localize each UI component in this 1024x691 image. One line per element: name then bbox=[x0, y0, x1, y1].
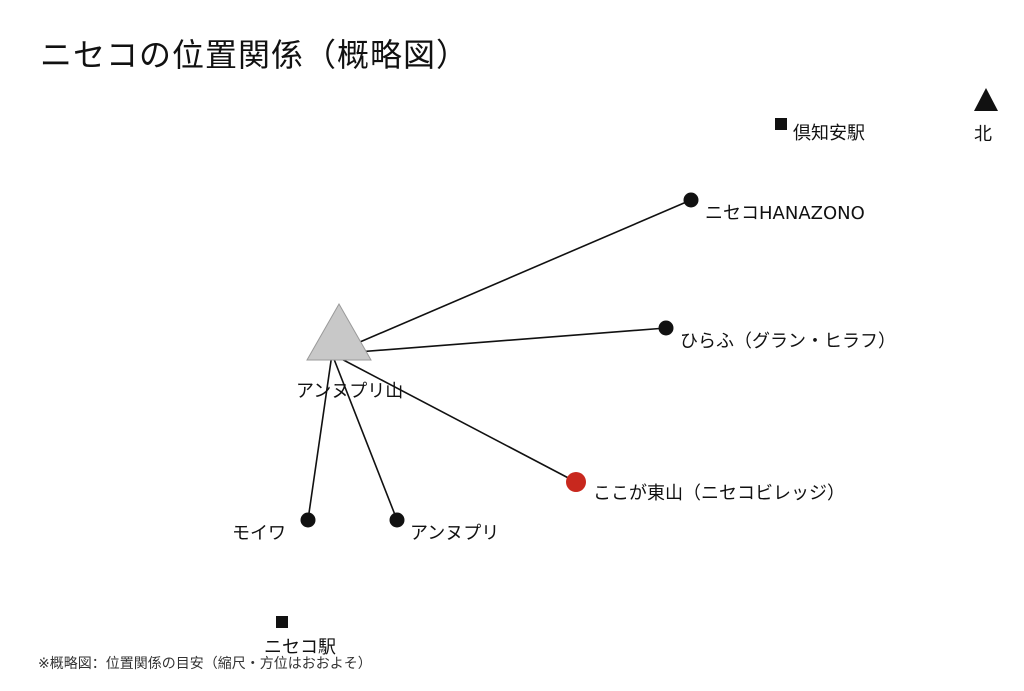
north-label: 北 bbox=[974, 124, 992, 145]
resort-label: アンヌプリ bbox=[410, 523, 499, 544]
resort-moiwa: モイワ bbox=[232, 512, 316, 544]
connector-higashiyama bbox=[331, 353, 577, 483]
resort-dot-icon bbox=[566, 472, 586, 492]
resort-label: モイワ bbox=[232, 523, 286, 544]
connector-lines bbox=[307, 199, 692, 521]
station-square-icon bbox=[775, 118, 787, 130]
resort-annupuri: アンヌプリ bbox=[389, 512, 499, 544]
north-arrow-icon bbox=[974, 88, 998, 111]
mountain-label: アンヌプリ山 bbox=[296, 381, 403, 402]
resort-dot-icon bbox=[300, 512, 316, 528]
resort-hirafu: ひらふ（グラン・ヒラフ） bbox=[658, 320, 896, 352]
resort-label: ニセコHANAZONO bbox=[705, 203, 865, 224]
station-label: ニセコ駅 bbox=[264, 637, 336, 658]
connector-hanazono bbox=[331, 199, 692, 355]
resort-higashiyama: ここが東山（ニセコビレッジ） bbox=[566, 472, 845, 504]
resort-dot-icon bbox=[658, 320, 674, 336]
resort-label: ひらふ（グラン・ヒラフ） bbox=[680, 331, 896, 352]
mountain-triangle-icon bbox=[306, 302, 372, 361]
resort-dot-icon bbox=[683, 192, 699, 208]
page-title: ニセコの位置関係（概略図） bbox=[40, 36, 470, 74]
resort-hanazono: ニセコHANAZONO bbox=[683, 192, 865, 224]
resort-label-highlight: ここが東山（ニセコビレッジ） bbox=[593, 483, 845, 504]
station-label: 倶知安駅 bbox=[793, 123, 865, 144]
connector-hirafu bbox=[331, 327, 667, 355]
connector-moiwa bbox=[307, 353, 333, 521]
station-square-icon bbox=[276, 616, 288, 628]
footnote: ※概略図：位置関係の目安（縮尺・方位はおおよそ） bbox=[38, 656, 372, 672]
station-niseko: ニセコ駅 bbox=[264, 616, 336, 658]
mountain-annupuri: アンヌプリ山 bbox=[296, 302, 403, 402]
resort-dot-icon bbox=[389, 512, 405, 528]
station-kutchan: 倶知安駅 bbox=[775, 118, 865, 144]
north-compass: 北 bbox=[974, 88, 998, 145]
connector-annupuri bbox=[331, 353, 398, 521]
